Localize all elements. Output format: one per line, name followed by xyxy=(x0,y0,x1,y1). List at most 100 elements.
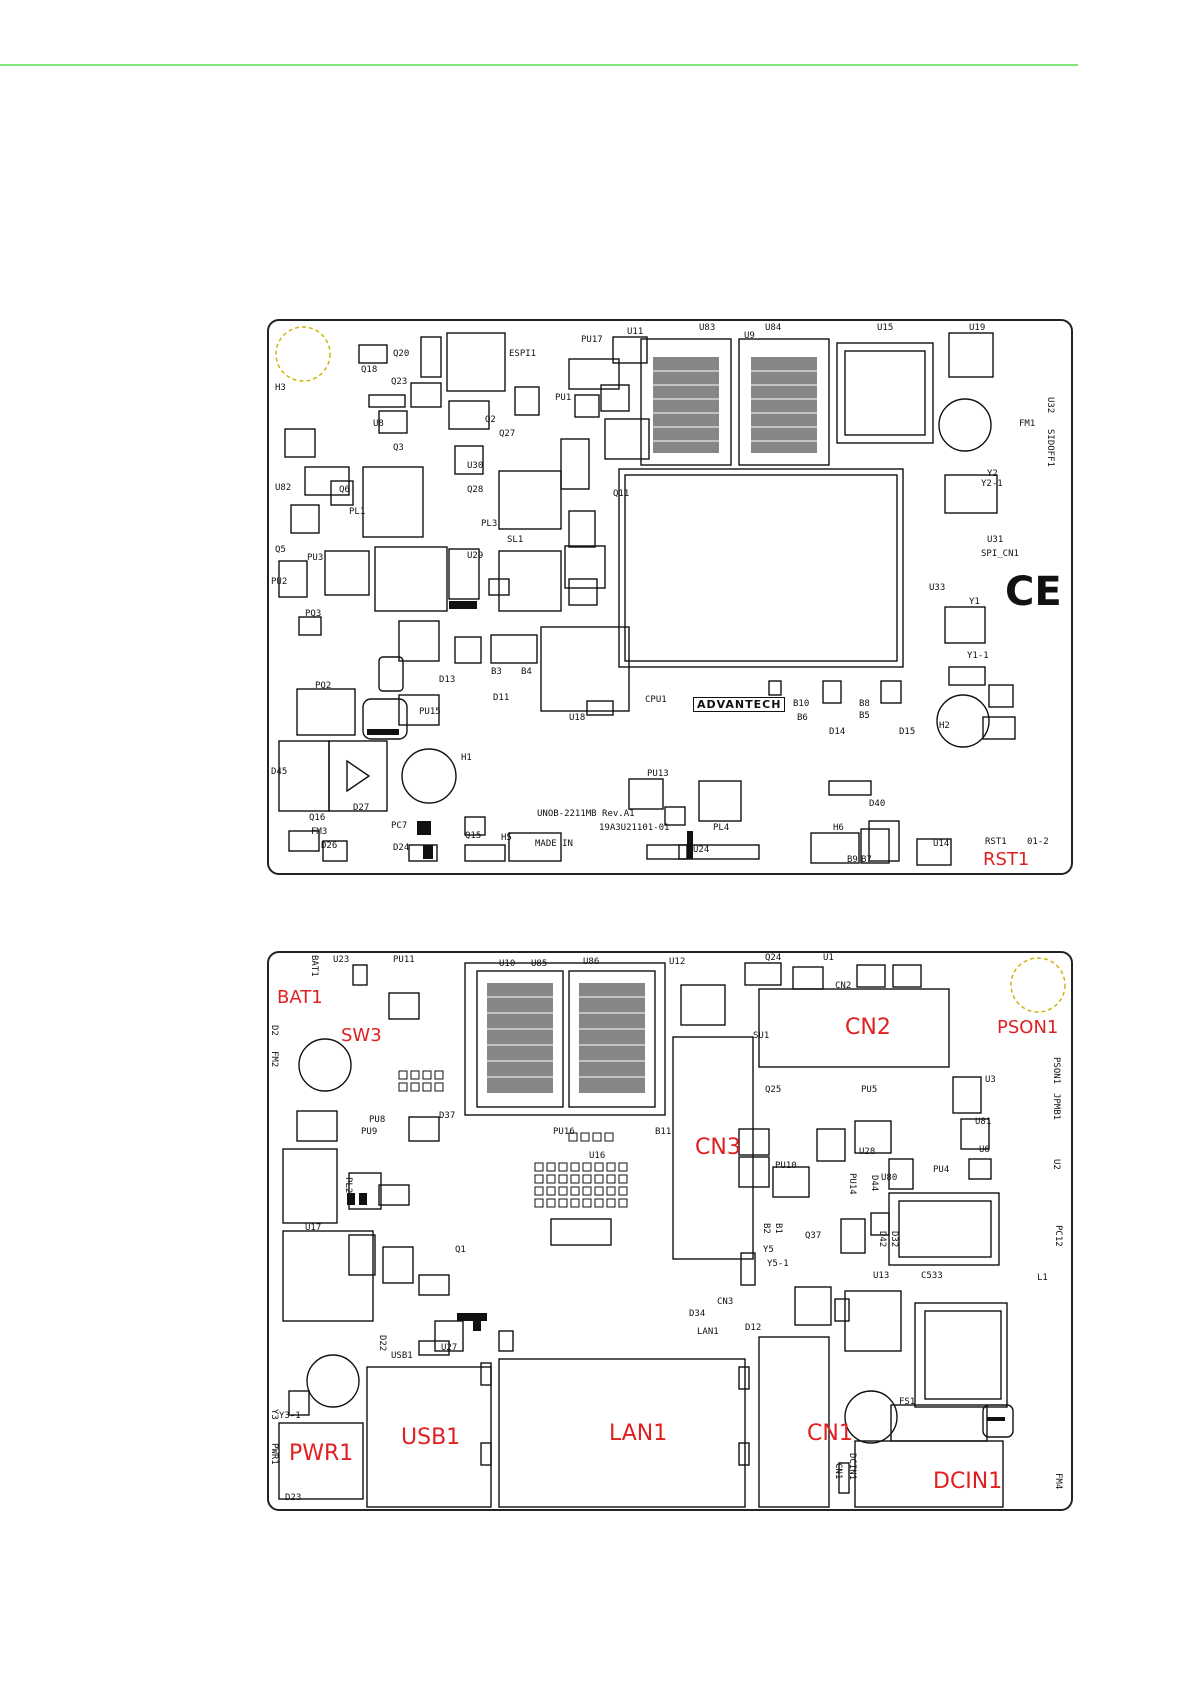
u18-label: U18 xyxy=(569,713,586,723)
jpmb1-label: JPMB1 xyxy=(1051,1093,1061,1121)
d14-label: D14 xyxy=(829,727,846,737)
u85-label: U85 xyxy=(531,959,548,969)
connector-label-lan1: LAN1 xyxy=(609,1421,668,1446)
y5-label: Y5 xyxy=(763,1245,774,1255)
q6-label: Q6 xyxy=(339,485,350,495)
cn2-silk-label: CN2 xyxy=(835,981,852,991)
q15-label: Q15 xyxy=(465,831,482,841)
pu5-label: PU5 xyxy=(861,1085,878,1095)
fm2-label: FM2 xyxy=(269,1051,279,1068)
l1-label: L1 xyxy=(1037,1273,1048,1283)
lan1-silk-label: LAN1 xyxy=(697,1327,719,1337)
d24-label: D24 xyxy=(393,843,410,853)
q23-label: Q23 xyxy=(391,377,408,387)
y2-label: Y2 xyxy=(987,469,998,479)
pc12-label: PC12 xyxy=(1053,1225,1063,1247)
connector-label-rst1: RST1 xyxy=(983,849,1030,870)
u30-label: U30 xyxy=(467,461,484,471)
y2-1-label: Y2-1 xyxy=(981,479,1003,489)
u82-label: U82 xyxy=(275,483,292,493)
u24-label: U24 xyxy=(693,845,710,855)
pu17-label: PU17 xyxy=(581,335,603,345)
q27-label: Q27 xyxy=(499,429,516,439)
pq2-label: PQ2 xyxy=(315,681,332,691)
u8-label: U8 xyxy=(373,419,384,429)
connector-label-cn2: CN2 xyxy=(845,1015,891,1040)
b6-label: B6 xyxy=(797,713,808,723)
connector-label-cn1: CN1 xyxy=(807,1421,853,1446)
connector-label-sw3: SW3 xyxy=(341,1025,382,1046)
u19-label: U19 xyxy=(969,323,986,333)
fm4-label: FM4 xyxy=(1053,1473,1063,1490)
y5-1-label: Y5-1 xyxy=(767,1259,789,1269)
u86-label: U86 xyxy=(583,957,600,967)
d15-label: D15 xyxy=(899,727,916,737)
u13-label: U13 xyxy=(873,1271,890,1281)
pl2-label: PL2 xyxy=(343,1177,353,1194)
u17-label: U17 xyxy=(305,1223,322,1233)
d44-label: D44 xyxy=(869,1175,879,1192)
q20-label: Q20 xyxy=(393,349,410,359)
u6-label: U6 xyxy=(979,1145,990,1155)
y1-1-label: Y1-1 xyxy=(967,651,989,661)
q18-label: Q18 xyxy=(361,365,378,375)
u16-label: U16 xyxy=(589,1151,606,1161)
made-in-label: MADE IN xyxy=(535,839,573,849)
u23-label: U23 xyxy=(333,955,350,965)
q1-label: Q1 xyxy=(455,1245,466,1255)
h1-label: H1 xyxy=(461,753,472,763)
sidoff1-label: SIDOFF1 xyxy=(1045,429,1055,467)
u81-label: U81 xyxy=(975,1117,992,1127)
d11-label: D11 xyxy=(493,693,510,703)
u10-label: U10 xyxy=(499,959,516,969)
d40-label: D40 xyxy=(869,799,886,809)
q11-label: Q11 xyxy=(613,489,630,499)
b11-label: B11 xyxy=(655,1127,672,1137)
connector-label-cn3: CN3 xyxy=(695,1135,741,1160)
sl1-label: SL1 xyxy=(507,535,524,545)
pq3-label: PQ3 xyxy=(305,609,322,619)
part-number-label: 19A3U21101-01 xyxy=(599,823,670,833)
b4-label: B4 xyxy=(521,667,532,677)
u11-label: U11 xyxy=(627,327,644,337)
u32-label: U32 xyxy=(1045,397,1055,414)
q2-label: Q2 xyxy=(485,415,496,425)
u12-label: U12 xyxy=(669,957,686,967)
board-name-label: UNOB-2211MB Rev.A1 xyxy=(537,809,635,819)
pu2-label: PU2 xyxy=(271,577,288,587)
fm1-label: FM1 xyxy=(1019,419,1036,429)
d13-label: D13 xyxy=(439,675,456,685)
d2-label: D2 xyxy=(269,1025,279,1036)
q28-label: Q28 xyxy=(467,485,484,495)
pu15-label: PU15 xyxy=(419,707,441,717)
u80-label: U80 xyxy=(881,1173,898,1183)
b5-label: B5 xyxy=(859,711,870,721)
top-board-diagram: H3 Q20 Q18 ESPI1 PU17 U11 U83 U84 U9 U15… xyxy=(267,319,1073,875)
ce-mark: CE xyxy=(1005,569,1062,615)
connector-label-pwr1: PWR1 xyxy=(289,1441,354,1466)
su1-label: SU1 xyxy=(753,1031,770,1041)
pu16-label: PU16 xyxy=(553,1127,575,1137)
y3-label: Y3 xyxy=(269,1409,279,1420)
u84-label: U84 xyxy=(765,323,782,333)
cn3-silk-label: CN3 xyxy=(717,1297,734,1307)
pu10-label: PU10 xyxy=(775,1161,797,1171)
d27-label: D27 xyxy=(353,803,370,813)
u83-label: U83 xyxy=(699,323,716,333)
pu13-label: PU13 xyxy=(647,769,669,779)
fm3-label: FM3 xyxy=(311,827,328,837)
bottom-board-linework xyxy=(278,957,1066,1508)
b9-label: B9 xyxy=(847,855,858,865)
cn1-silk-label: CN1 xyxy=(833,1463,843,1480)
q16-label: Q16 xyxy=(309,813,326,823)
usb1-silk-label: USB1 xyxy=(391,1351,413,1361)
b7-label: B7 xyxy=(861,855,872,865)
pu3-label: PU3 xyxy=(307,553,324,563)
espi1-label: ESPI1 xyxy=(509,349,537,359)
u2-label: U2 xyxy=(1051,1159,1061,1170)
spi-cn1-label: SPI_CN1 xyxy=(981,549,1019,559)
y3-1-label: Y3-1 xyxy=(279,1411,301,1421)
connector-label-pson1: PSON1 xyxy=(997,1017,1059,1038)
pl3-label: PL3 xyxy=(481,519,498,529)
page-top-rule xyxy=(0,64,1078,66)
